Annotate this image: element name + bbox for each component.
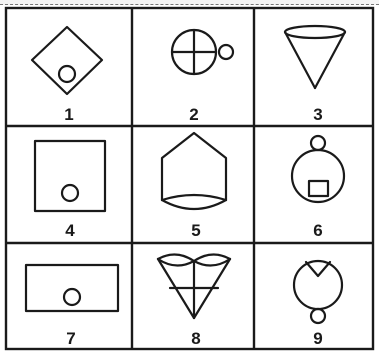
cell-8-label: 8: [191, 329, 200, 348]
cell-6-small-square: [309, 181, 328, 196]
cell-3-cone-left-side: [285, 32, 315, 88]
cell-6-label: 6: [313, 221, 322, 240]
cell-3-label: 3: [313, 105, 322, 124]
cell-9: 9: [294, 261, 342, 348]
cell-5-base-lower-curve: [162, 200, 226, 209]
cell-5: 5: [162, 133, 226, 240]
cell-7-small-circle: [64, 289, 80, 305]
cell-5-base-upper-curve: [162, 195, 226, 200]
cell-5-pentagon-outline: [162, 133, 226, 200]
cell-4: 4: [35, 141, 105, 240]
cell-2-small-circle: [219, 45, 233, 59]
cell-2: 2: [172, 30, 233, 124]
cell-1-small-circle: [59, 66, 75, 82]
cell-9-main-circle: [294, 261, 342, 309]
cell-6-main-circle: [292, 150, 344, 202]
cell-8: 8: [158, 254, 230, 348]
cell-9-top-notch: [306, 262, 330, 276]
cell-2-label: 2: [189, 105, 198, 124]
cell-3-cone-rim: [285, 26, 345, 38]
cell-4-label: 4: [65, 221, 75, 240]
cell-7: 7: [26, 265, 118, 348]
cell-4-small-circle: [62, 185, 78, 201]
cell-9-label: 9: [313, 329, 322, 348]
cell-1: 1: [32, 27, 102, 124]
cell-1-diamond: [32, 27, 102, 94]
cell-7-label: 7: [66, 329, 75, 348]
grid-lines: [6, 8, 373, 349]
grid-outer-border: [6, 8, 373, 349]
cell-3: 3: [285, 26, 345, 124]
cell-6: 6: [292, 136, 344, 240]
cell-9-bottom-small-circle: [311, 309, 325, 323]
cell-3-cone-right-side: [315, 32, 345, 88]
cell-1-label: 1: [64, 105, 73, 124]
cell-5-label: 5: [191, 221, 200, 240]
cell-6-top-small-circle: [311, 136, 325, 150]
